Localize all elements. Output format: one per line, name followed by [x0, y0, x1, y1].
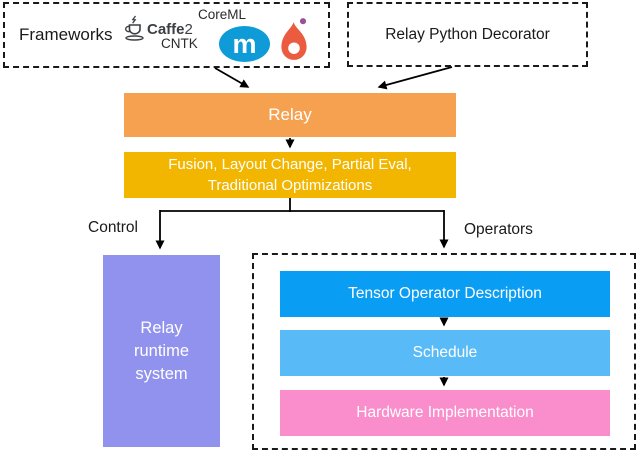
schedule-box: Schedule [280, 330, 610, 376]
frameworks-label: Frameworks [19, 25, 113, 44]
optimizations-line2: Traditional Optimizations [207, 177, 373, 194]
arrow-decorator-to-relay [377, 66, 453, 90]
hardware-implementation-label: Hardware Implementation [356, 404, 534, 421]
mxnet-letter: m [232, 28, 257, 59]
frameworks-box: Frameworks Caffe2 CoreML CNTK m [3, 2, 330, 68]
operators-group-box: Tensor Operator Description Schedule Har… [252, 253, 636, 450]
relay-python-decorator-box: Relay Python Decorator [347, 2, 588, 67]
caffe2-coffee-cup-icon [122, 15, 145, 47]
mxnet-logo-icon: m [219, 26, 270, 62]
relay-box: Relay [124, 93, 456, 137]
relay-runtime-system-label: Relay runtime system [133, 318, 190, 383]
caffe2-label: Caffe2 [147, 21, 193, 38]
arrow-frameworks-to-relay [214, 67, 250, 88]
coreml-label: CoreML [198, 7, 247, 22]
caffe2-label-bold: Caffe [147, 21, 185, 38]
relay-runtime-system-box: Relay runtime system [103, 255, 220, 447]
relay-label: Relay [268, 105, 312, 124]
hardware-implementation-box: Hardware Implementation [280, 390, 610, 436]
optimizations-box: Fusion, Layout Change, Partial Eval, Tra… [124, 152, 456, 198]
schedule-label: Schedule [412, 344, 478, 361]
optimizations-line1: Fusion, Layout Change, Partial Eval, [168, 156, 412, 173]
relay-python-decorator-label: Relay Python Decorator [385, 25, 550, 43]
operators-branch-label: Operators [464, 221, 533, 238]
tensor-operator-description-label: Tensor Operator Description [348, 285, 542, 302]
cntk-label: CNTK [161, 36, 198, 51]
control-branch-label: Control [88, 219, 138, 236]
caffe2-label-suffix: 2 [184, 21, 193, 38]
tensor-operator-description-box: Tensor Operator Description [280, 271, 610, 317]
pytorch-flame-icon [276, 16, 312, 71]
